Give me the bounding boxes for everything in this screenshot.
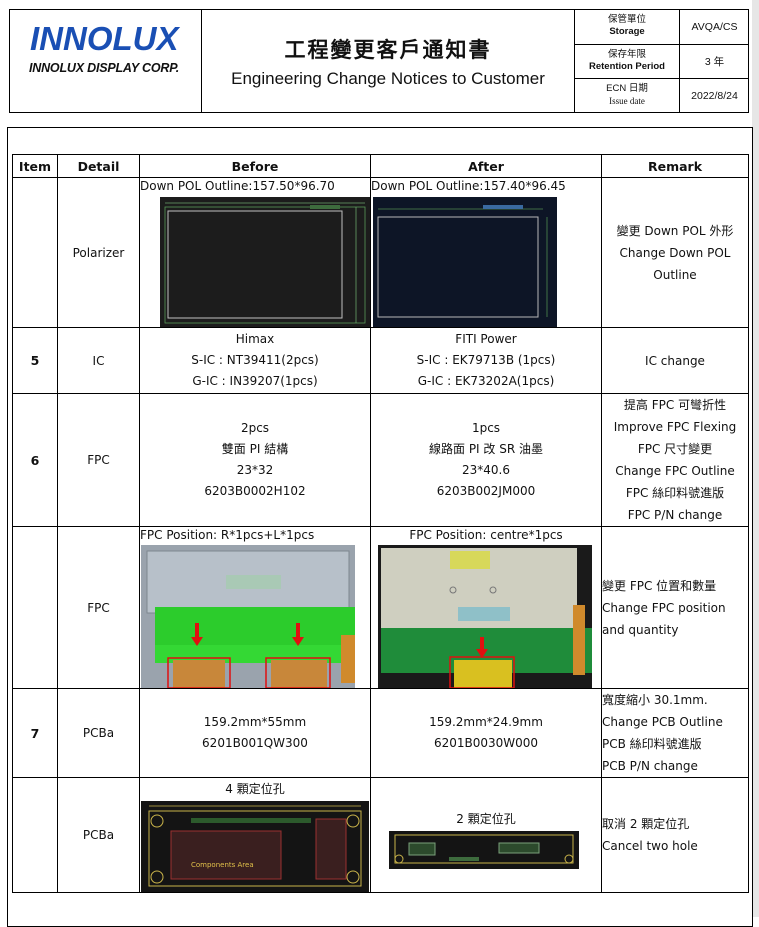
issue-date-label: ECN 日期 Issue date: [606, 83, 648, 106]
before-cell: 4 顆定位孔 Components Area: [139, 777, 371, 893]
item-number: 5: [12, 327, 58, 394]
document-header: INNOLUX INNOLUX DISPLAY CORP. 工程變更客戶通知書 …: [9, 9, 749, 113]
company-name: INNOLUX DISPLAY CORP.: [29, 61, 179, 75]
item-number: 6: [12, 393, 58, 527]
remark-cell: 變更 FPC 位置和數量 Change FPC position and qua…: [601, 526, 749, 689]
header-detail: Detail: [57, 154, 140, 178]
header-before: Before: [139, 154, 371, 178]
page-edge-strip: [752, 0, 759, 917]
components-area-label: Components Area: [191, 861, 254, 869]
after-cell: Down POL Outline:157.40*96.45: [370, 177, 602, 328]
remark-cell: 寬度縮小 30.1mm. Change PCB Outline PCB 絲印料號…: [601, 688, 749, 778]
table-row: 5 IC Himax S-IC : NT39411(2pcs) G-IC : I…: [12, 327, 749, 394]
item-number: [12, 777, 58, 893]
logo-cell: INNOLUX INNOLUX DISPLAY CORP.: [10, 10, 201, 112]
header-remark: Remark: [601, 154, 749, 178]
after-cell: 1pcs 線路面 PI 改 SR 油墨 23*40.6 6203B002JM00…: [370, 393, 602, 527]
item-number: 7: [12, 688, 58, 778]
remark-cell: 取消 2 顆定位孔 Cancel two hole: [601, 777, 749, 893]
table-header-row: Item Detail Before After Remark: [12, 154, 749, 178]
after-caption: Down POL Outline:157.40*96.45: [371, 179, 566, 193]
retention-value: 3 年: [704, 56, 725, 68]
table-row: 7 PCBa 159.2mm*55mm 6201B001QW300 159.2m…: [12, 688, 749, 778]
detail-cell: PCBa: [57, 688, 140, 778]
table-row: FPC FPC Position: R*1pcs+L*1pcs: [12, 526, 749, 689]
storage-label: 保管單位 Storage: [607, 14, 646, 37]
storage-value: AVQA/CS: [691, 21, 738, 33]
after-cell: FITI Power S-IC : EK79713B (1pcs) G-IC :…: [370, 327, 602, 394]
item-number: [12, 526, 58, 689]
before-caption: FPC Position: R*1pcs+L*1pcs: [140, 528, 315, 542]
before-cell: Himax S-IC : NT39411(2pcs) G-IC : IN3920…: [139, 327, 371, 394]
after-caption: FPC Position: centre*1pcs: [409, 528, 563, 542]
header-after: After: [370, 154, 602, 178]
pcb-before-image: Components Area: [141, 801, 369, 892]
after-cell: 159.2mm*24.9mm 6201B0030W000: [370, 688, 602, 778]
item-number: [12, 177, 58, 328]
before-cell: 2pcs 雙面 PI 結構 23*32 6203B0002H102: [139, 393, 371, 527]
title-english: Engineering Change Notices to Customer: [231, 69, 545, 88]
detail-cell: PCBa: [57, 777, 140, 893]
polarizer-after-image: [373, 197, 557, 327]
detail-cell: FPC: [57, 526, 140, 689]
detail-cell: Polarizer: [57, 177, 140, 328]
remark-cell: 提高 FPC 可彎折性 Improve FPC Flexing FPC 尺寸變更…: [601, 393, 749, 527]
table-row: PCBa 4 顆定位孔 Components Area: [12, 777, 749, 893]
after-cell: FPC Position: centre*1pcs: [370, 526, 602, 689]
polarizer-before-image: [160, 197, 370, 327]
after-cell: 2 顆定位孔: [370, 777, 602, 893]
remark-cell: IC change: [601, 327, 749, 394]
before-cell: 159.2mm*55mm 6201B001QW300: [139, 688, 371, 778]
table-row: Polarizer Down POL Outline:157.50*96.70 …: [12, 177, 749, 328]
detail-cell: IC: [57, 327, 140, 394]
company-logo: INNOLUX: [30, 20, 179, 57]
after-caption: 2 顆定位孔: [456, 812, 516, 826]
title-chinese: 工程變更客戶通知書: [284, 37, 492, 62]
title-cell: 工程變更客戶通知書 Engineering Change Notices to …: [202, 10, 574, 112]
before-caption: Down POL Outline:157.50*96.70: [140, 179, 335, 193]
before-cell: Down POL Outline:157.50*96.70: [139, 177, 371, 328]
remark-cell: 變更 Down POL 外形 Change Down POL Outline: [601, 177, 749, 328]
fpc-before-image: [141, 545, 355, 688]
detail-cell: FPC: [57, 393, 140, 527]
table-row: 6 FPC 2pcs 雙面 PI 結構 23*32 6203B0002H102 …: [12, 393, 749, 527]
before-caption: 4 顆定位孔: [225, 782, 285, 796]
before-cell: FPC Position: R*1pcs+L*1pcs: [139, 526, 371, 689]
pcb-after-image: [389, 831, 579, 869]
fpc-after-image: [378, 545, 592, 688]
retention-label: 保存年限 Retention Period: [588, 49, 665, 72]
header-item: Item: [12, 154, 58, 178]
issue-date-value: 2022/8/24: [691, 90, 738, 102]
change-table: Item Detail Before After Remark Polarize…: [12, 154, 749, 893]
